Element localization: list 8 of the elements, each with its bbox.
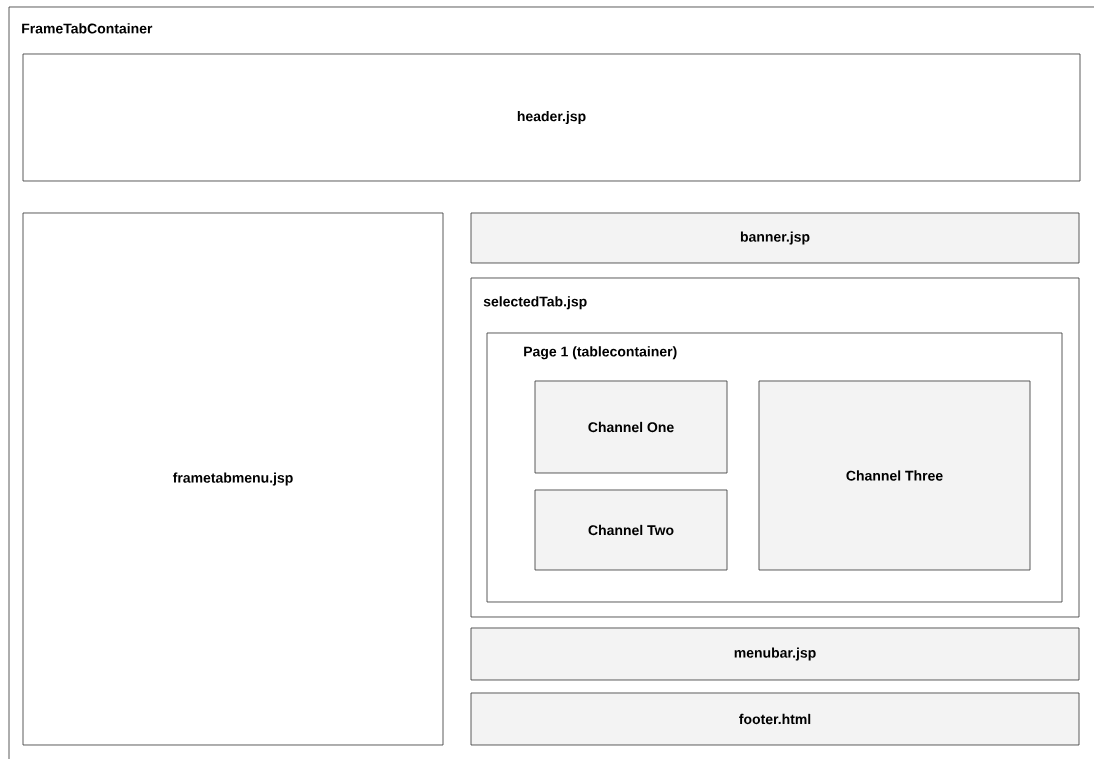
banner-box: banner.jsp xyxy=(470,212,1080,264)
header-box: header.jsp xyxy=(22,53,1081,182)
menu-panel: frametabmenu.jsp xyxy=(22,212,444,746)
channel-box: Channel Two xyxy=(534,489,728,571)
channel-box: Channel One xyxy=(534,380,728,474)
footer-box: footer.html xyxy=(470,692,1080,746)
menubar-box: menubar.jsp xyxy=(470,627,1080,681)
channel-box: Channel Three xyxy=(758,380,1031,571)
